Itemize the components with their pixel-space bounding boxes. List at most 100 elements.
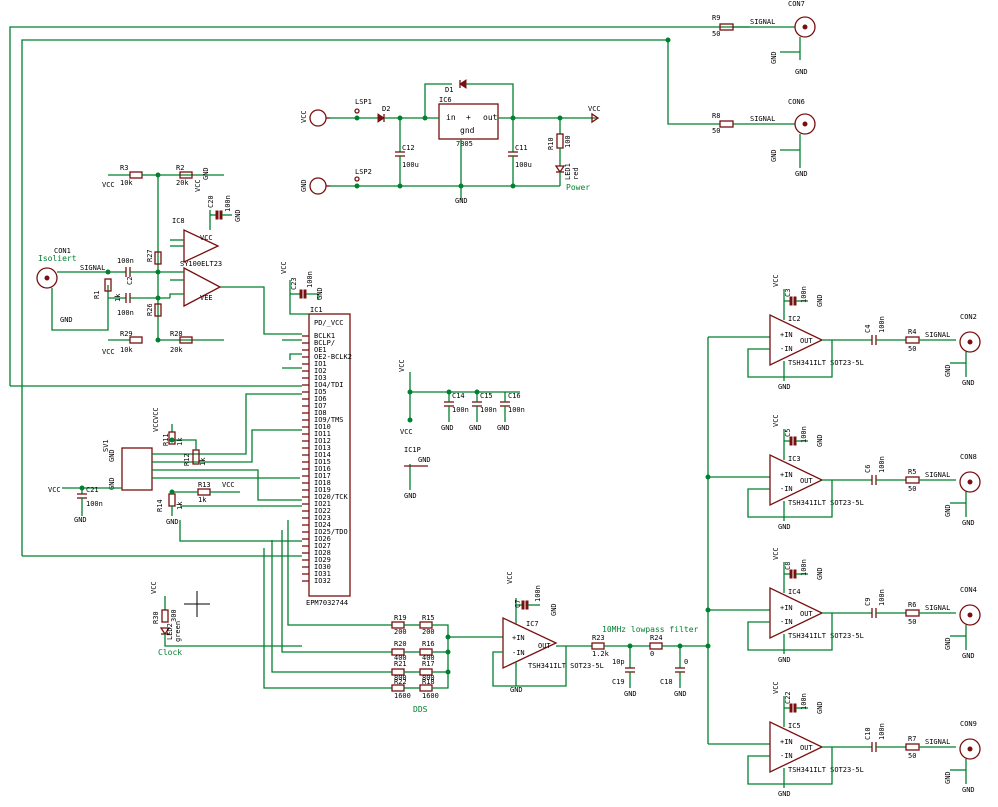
r3-ref: R3 <box>120 164 128 172</box>
opamp-out-pin: OUT <box>800 477 813 485</box>
output-signal-label: SIGNAL <box>925 604 950 612</box>
output-signal-label: SIGNAL <box>925 471 950 479</box>
ic1-pin-label: IO22 <box>314 507 331 515</box>
svg-text:VCC: VCC <box>152 419 160 432</box>
r9-value: 50 <box>712 30 720 38</box>
lsp2-ref: LSP2 <box>355 168 372 176</box>
r24-value: 0 <box>650 650 654 658</box>
connector-ref: CON9 <box>960 720 977 728</box>
output-resistor <box>905 336 920 344</box>
c19-value: 10p <box>612 658 625 666</box>
svg-text:-IN: -IN <box>512 649 525 657</box>
c16-value: 100n <box>508 406 525 414</box>
ic7-name: IC7 <box>526 620 539 628</box>
c7-ref: C7 <box>514 600 522 608</box>
r8-value: 50 <box>712 127 720 135</box>
opamp-vcc: VCC <box>772 274 780 287</box>
c23-gnd: GND <box>316 287 324 300</box>
r16-ref: R16 <box>422 640 435 648</box>
opamp-triangle <box>769 453 824 507</box>
r12-value: 1k <box>199 457 207 466</box>
svg-text:GND: GND <box>108 449 116 462</box>
ic1-pin-label: IO13 <box>314 444 331 452</box>
ps-gnd: GND <box>455 197 468 205</box>
ic1-pin-label: IO23 <box>314 514 331 522</box>
r17-ref: R17 <box>422 660 435 668</box>
vcc-out-label: VCC <box>588 105 601 113</box>
ic1-pin-label: IO18 <box>314 479 331 487</box>
clock-label: Clock <box>158 648 182 657</box>
r28-value: 20k <box>170 346 183 354</box>
r9-ref: R9 <box>712 14 720 22</box>
output-resistor-value: 50 <box>908 345 916 353</box>
opamp-name: IC5 <box>788 722 801 730</box>
ic6-part: 7805 <box>456 140 473 148</box>
sv1-vcc: VCC <box>48 486 61 494</box>
r23-value: 1.2k <box>592 650 610 658</box>
input-stage: CON1 Isoliert SIGNAL GND 100n C2 R1 1k 1… <box>36 164 242 356</box>
power-supply: in + out gnd IC6 7805 VCC D1 D2 C12 100u… <box>300 79 601 205</box>
ic6-gnd-pin: gnd <box>460 126 475 135</box>
c12-value: 100u <box>402 161 419 169</box>
opamp-name: IC4 <box>788 588 801 596</box>
connector-gnd: GND <box>962 652 975 660</box>
r10-value: 100 <box>564 135 572 148</box>
con1-gnd: GND <box>60 316 73 324</box>
r11-ref: R11 <box>162 433 170 446</box>
c18-ref: C18 <box>660 678 673 686</box>
r23-ref: R23 <box>592 634 605 642</box>
r17-value: 800 <box>422 674 435 682</box>
svg-text:GND: GND <box>624 690 637 698</box>
opamp-minus-in: -IN <box>780 752 793 760</box>
c19-ref: C19 <box>612 678 625 686</box>
opamp-decoupling-value: 100n <box>800 286 808 303</box>
ic1p-ref: IC1P <box>404 446 421 454</box>
svg-text:GND: GND <box>469 424 482 432</box>
c16-ref: C16 <box>508 392 521 400</box>
r29-vcc: VCC <box>102 348 115 356</box>
r3-value: 10k <box>120 179 133 187</box>
jtag-header: SV1 GND GND VCC C21 100n GND VCC R11 1k … <box>48 393 302 542</box>
connector-gnd-side: GND <box>944 364 952 377</box>
r29-ref: R29 <box>120 330 133 338</box>
c18-value: 0 <box>684 658 688 666</box>
c20-ref: C20 <box>207 195 215 208</box>
ic1-pin-label: IO19 <box>314 486 331 494</box>
r21-ref: R21 <box>394 660 407 668</box>
c1-value: 100n <box>117 309 134 317</box>
ic1-pin-label: IO32 <box>314 577 331 585</box>
svg-text:+: + <box>466 113 471 122</box>
ic6-out: out <box>483 113 498 122</box>
opamp-triangle <box>769 313 824 367</box>
ic1-pin-label: IO21 <box>314 500 331 508</box>
svg-text:VCC: VCC <box>506 571 514 584</box>
c7-value: 100n <box>534 585 542 602</box>
ic1-pin-label: IO10 <box>314 423 331 431</box>
ic1-supply: VCC C23 100n GND <box>280 261 324 315</box>
ic1-pin-label: IO7 <box>314 402 327 410</box>
ic1-pin-label: BCLK1 <box>314 332 335 340</box>
c20-value: 100n <box>224 195 232 212</box>
r22-ref: R22 <box>394 678 407 686</box>
opamp-minus-in: -IN <box>780 345 793 353</box>
r2-ref: R2 <box>176 164 184 172</box>
opamp-triangle <box>769 720 824 774</box>
c15-ref: C15 <box>480 392 493 400</box>
ic1-pin-label: IO4/TDI <box>314 381 344 389</box>
coupling-cap-value: 100n <box>878 456 886 473</box>
connector-gnd-side: GND <box>944 504 952 517</box>
coupling-cap-value: 100n <box>878 316 886 333</box>
svg-text:GND: GND <box>550 603 558 616</box>
opamp-triangle <box>769 586 824 640</box>
opamp-vcc: VCC <box>772 547 780 560</box>
r13-vcc: VCC <box>222 481 235 489</box>
svg-text:GND: GND <box>441 424 454 432</box>
bnc-connector <box>959 738 981 760</box>
opamp-gnd: GND <box>778 383 791 391</box>
output-resistor-ref: R6 <box>908 601 916 609</box>
c23-value: 100n <box>306 271 314 288</box>
led2-color: green <box>174 621 182 642</box>
ic1-pin-label: IO1 <box>314 360 327 368</box>
